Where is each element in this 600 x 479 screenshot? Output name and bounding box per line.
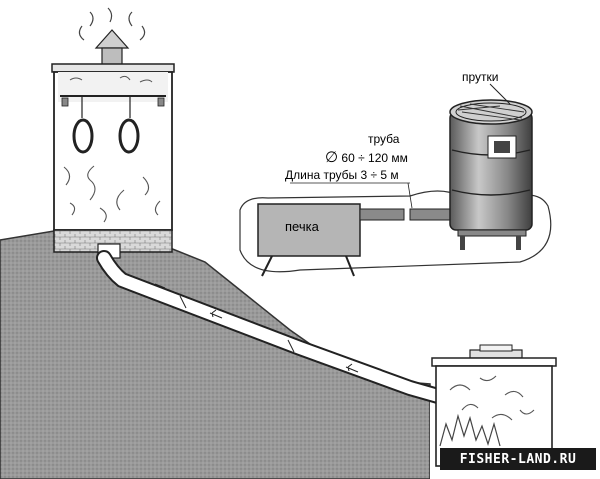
diameter-symbol: ∅ [325,149,339,166]
alt-setup [239,83,552,277]
smoke-channel [96,250,446,404]
smokehouse [51,7,175,259]
pipe-label: труба [368,132,400,146]
watermark: FISHER-LAND.RU [440,448,596,470]
diameter-value: 60 ÷ 120 мм [341,151,408,165]
pipe-length-label: Длина трубы 3 ÷ 5 м [285,168,399,182]
pipe-diameter-label: ∅ 60 ÷ 120 мм [325,148,408,166]
stove-label: печка [285,219,319,234]
rods-label: прутки [462,70,499,84]
